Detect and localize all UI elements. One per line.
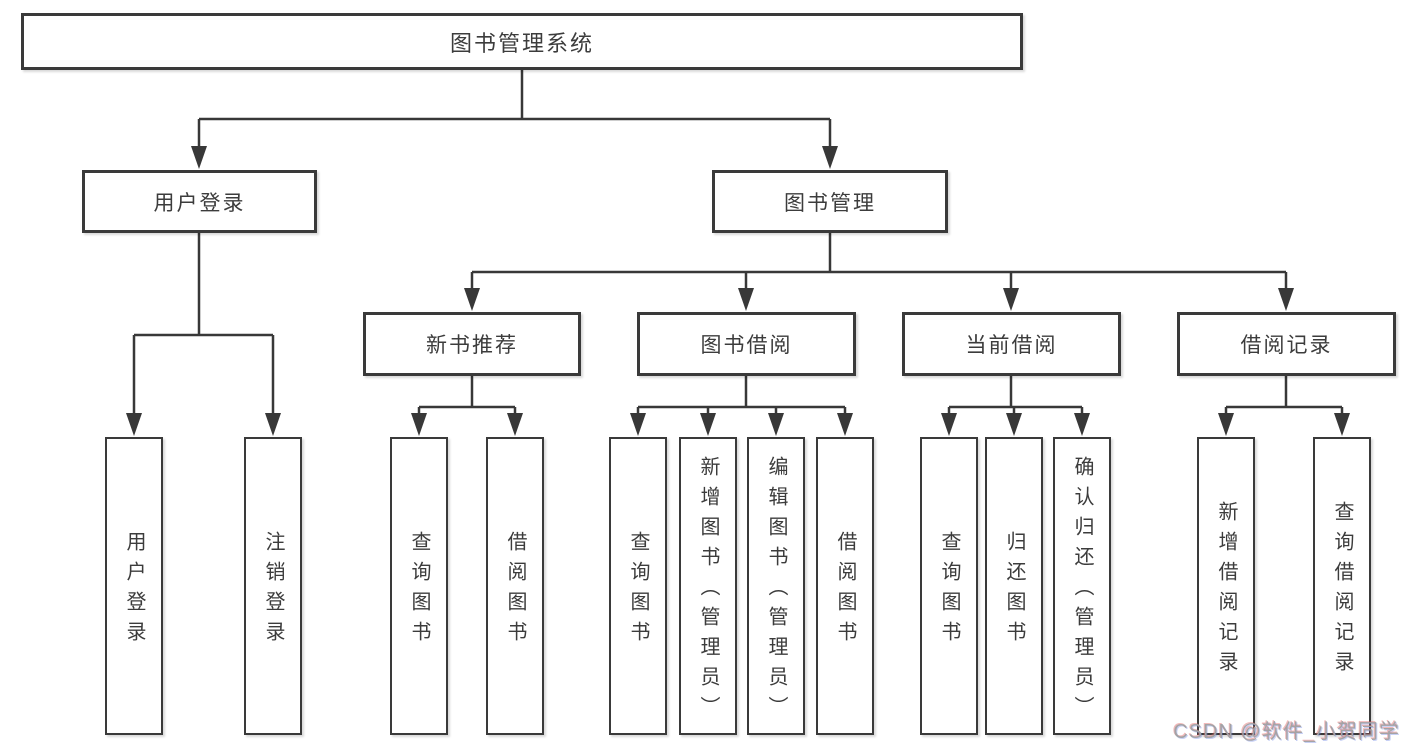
leaf-records-query-borrow-record: 查询借阅记录	[1313, 437, 1371, 735]
connector-new-book-branch	[411, 376, 523, 436]
node-label: 用户登录	[153, 191, 246, 215]
leaf-new-book-borrow-book: 借阅图书	[486, 437, 544, 735]
leaf-current-borrow-return-book: 归还图书	[985, 437, 1043, 735]
leaf-new-book-query-book: 查询图书	[390, 437, 448, 735]
node-current-borrow: 当前借阅	[902, 312, 1121, 376]
node-label: 图书管理系统	[449, 30, 594, 56]
leaf-user-login: 用户登录	[105, 437, 163, 735]
leaf-label: 用户登录	[123, 531, 145, 651]
csdn-watermark: CSDN @软件_小贺同学	[1173, 721, 1400, 743]
leaf-label: 归还图书	[1003, 531, 1025, 651]
connector-book-borrow-branch	[630, 376, 853, 436]
leaf-label: 查询图书	[938, 531, 960, 651]
leaf-label: 新增图书（管理员）	[697, 456, 719, 726]
leaf-label: 查询图书	[408, 531, 430, 651]
connector-root-branch	[191, 70, 838, 169]
leaf-book-borrow-edit-book-admin: 编辑图书（管理员）	[747, 437, 805, 735]
leaf-current-borrow-query-book: 查询图书	[920, 437, 978, 735]
leaf-book-borrow-borrow-book: 借阅图书	[816, 437, 874, 735]
node-book-borrow: 图书借阅	[637, 312, 856, 376]
leaf-label: 查询图书	[627, 531, 649, 651]
node-user-login: 用户登录	[82, 170, 317, 233]
leaf-logout: 注销登录	[244, 437, 302, 735]
node-label: 图书借阅	[700, 334, 793, 357]
leaf-label: 注销登录	[262, 531, 284, 651]
leaf-records-add-borrow-record: 新增借阅记录	[1197, 437, 1255, 735]
leaf-label: 查询借阅记录	[1331, 501, 1353, 681]
node-borrow-records: 借阅记录	[1177, 312, 1396, 376]
node-label: 当前借阅	[965, 334, 1058, 357]
leaf-label: 借阅图书	[834, 531, 856, 651]
leaf-label: 新增借阅记录	[1215, 501, 1237, 681]
leaf-label: 确认归还（管理员）	[1071, 456, 1093, 726]
node-label: 借阅记录	[1240, 334, 1333, 357]
leaf-label: 借阅图书	[504, 531, 526, 651]
leaf-book-borrow-add-book-admin: 新增图书（管理员）	[679, 437, 737, 735]
node-library-management-system: 图书管理系统	[21, 13, 1023, 70]
leaf-book-borrow-query-book: 查询图书	[609, 437, 667, 735]
connector-user-login-branch	[126, 233, 281, 436]
leaf-label: 编辑图书（管理员）	[765, 456, 787, 726]
connector-book-management-branch	[464, 233, 1294, 311]
connector-borrow-records-branch	[1218, 376, 1350, 436]
connector-current-borrow-branch	[941, 376, 1090, 436]
leaf-current-borrow-confirm-return-admin: 确认归还（管理员）	[1053, 437, 1111, 735]
node-book-management: 图书管理	[712, 170, 948, 233]
node-new-book-recommend: 新书推荐	[363, 312, 581, 376]
node-label: 新书推荐	[426, 334, 518, 357]
node-label: 图书管理	[784, 191, 876, 215]
